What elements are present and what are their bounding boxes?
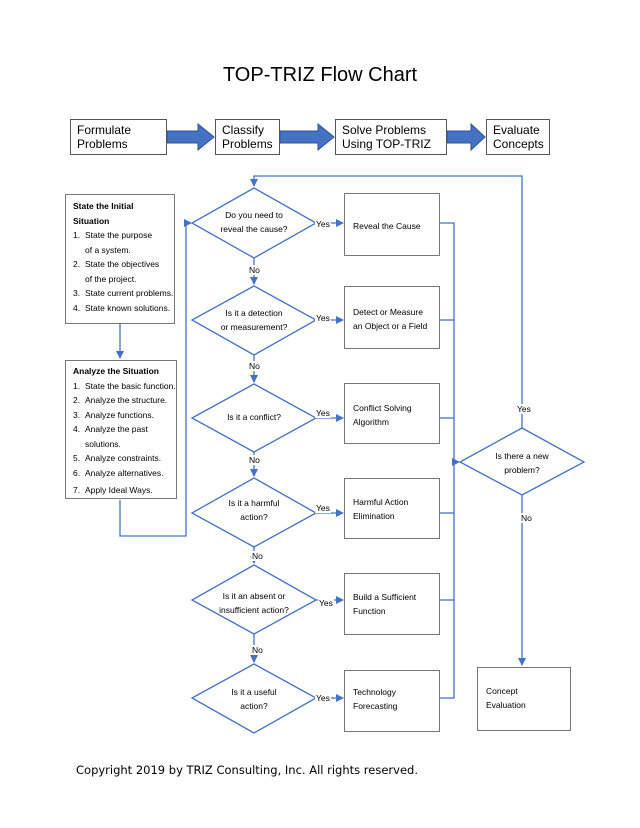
decision-diamond-6 bbox=[190, 663, 318, 734]
block-arrow-1 bbox=[166, 122, 215, 152]
list-item: 5.Analyze constraints. bbox=[73, 453, 162, 463]
label-no-1: No bbox=[248, 265, 261, 275]
list-item: 6.Analyze alternatives. bbox=[73, 467, 164, 478]
label-yes-2: Yes bbox=[315, 313, 331, 323]
label-yes-3: Yes bbox=[315, 408, 331, 418]
process-box-formulate: Formulate Problems bbox=[70, 119, 167, 155]
analyze-situation-list: 1.State the basic function. 2.Analyze th… bbox=[73, 379, 176, 498]
label-yes-1: Yes bbox=[315, 219, 331, 229]
process-box-solve: Solve Problems Using TOP-TRIZ bbox=[335, 119, 447, 155]
collector-line bbox=[440, 222, 455, 699]
action-box-reveal-cause: Reveal the Cause bbox=[344, 193, 440, 256]
copyright-text: Copyright 2019 by TRIZ Consulting, Inc. … bbox=[76, 763, 418, 777]
analyze-situation-box: Analyze the Situation 1.State the basic … bbox=[65, 360, 177, 499]
label-no-new-problem: No bbox=[520, 513, 533, 523]
process-box-classify: Classify Problems bbox=[215, 119, 280, 155]
list-item: 3.Analyze functions. bbox=[73, 409, 154, 420]
label-no-5: No bbox=[251, 645, 264, 655]
connector-loop-yes bbox=[250, 175, 523, 428]
list-item: 4.State known solutions. bbox=[73, 302, 171, 313]
block-arrow-2 bbox=[279, 122, 335, 152]
list-item: 1.State the basic function. bbox=[73, 380, 176, 391]
label-no-3: No bbox=[248, 455, 261, 465]
label-yes-loop: Yes bbox=[516, 404, 532, 414]
list-item: 7.Apply Ideal Ways. bbox=[73, 485, 153, 495]
label-yes-5: Yes bbox=[318, 598, 334, 608]
connector-analyze-to-d1 bbox=[119, 219, 192, 537]
process-box-evaluate: Evaluate Concepts bbox=[486, 119, 550, 155]
list-item: 3.State current problems. bbox=[73, 288, 174, 298]
initial-situation-box: State the Initial Situation 1.State the … bbox=[65, 194, 175, 324]
process-block-arrows bbox=[166, 122, 486, 152]
list-item: 2.Analyze the structure. bbox=[73, 395, 168, 405]
label-yes-4: Yes bbox=[315, 503, 331, 513]
label-yes-6: Yes bbox=[315, 693, 331, 703]
page-title: TOP-TRIZ Flow Chart bbox=[222, 64, 418, 86]
block-arrow-3 bbox=[446, 122, 486, 152]
decision-text-3: Is it a conflict? bbox=[227, 412, 281, 422]
label-no-2: No bbox=[248, 361, 261, 371]
label-no-4: No bbox=[251, 551, 264, 561]
